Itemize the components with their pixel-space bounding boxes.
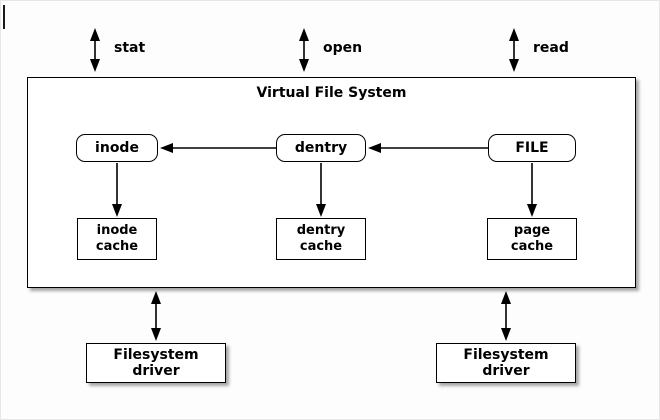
node-dentry: dentry bbox=[276, 134, 366, 162]
double-arrow-vfs-driver-right bbox=[501, 291, 511, 341]
double-arrow-stat bbox=[90, 28, 100, 72]
syscall-label-stat: stat bbox=[114, 40, 146, 56]
double-arrow-read bbox=[509, 28, 519, 72]
box-dentry-cache: dentry cache bbox=[276, 218, 366, 260]
node-file: FILE bbox=[488, 134, 576, 162]
node-inode: inode bbox=[76, 134, 158, 162]
box-filesystem-driver-left: Filesystem driver bbox=[86, 343, 226, 383]
syscall-label-open: open bbox=[323, 40, 363, 56]
double-arrow-vfs-driver-left bbox=[151, 291, 161, 341]
box-inode-cache: inode cache bbox=[77, 218, 157, 260]
vfs-title: Virtual File System bbox=[256, 85, 407, 101]
syscall-label-read: read bbox=[533, 40, 569, 56]
edge-artifact-mark bbox=[3, 5, 5, 29]
double-arrow-open bbox=[299, 28, 309, 72]
box-filesystem-driver-right: Filesystem driver bbox=[436, 343, 576, 383]
box-page-cache: page cache bbox=[487, 218, 577, 260]
